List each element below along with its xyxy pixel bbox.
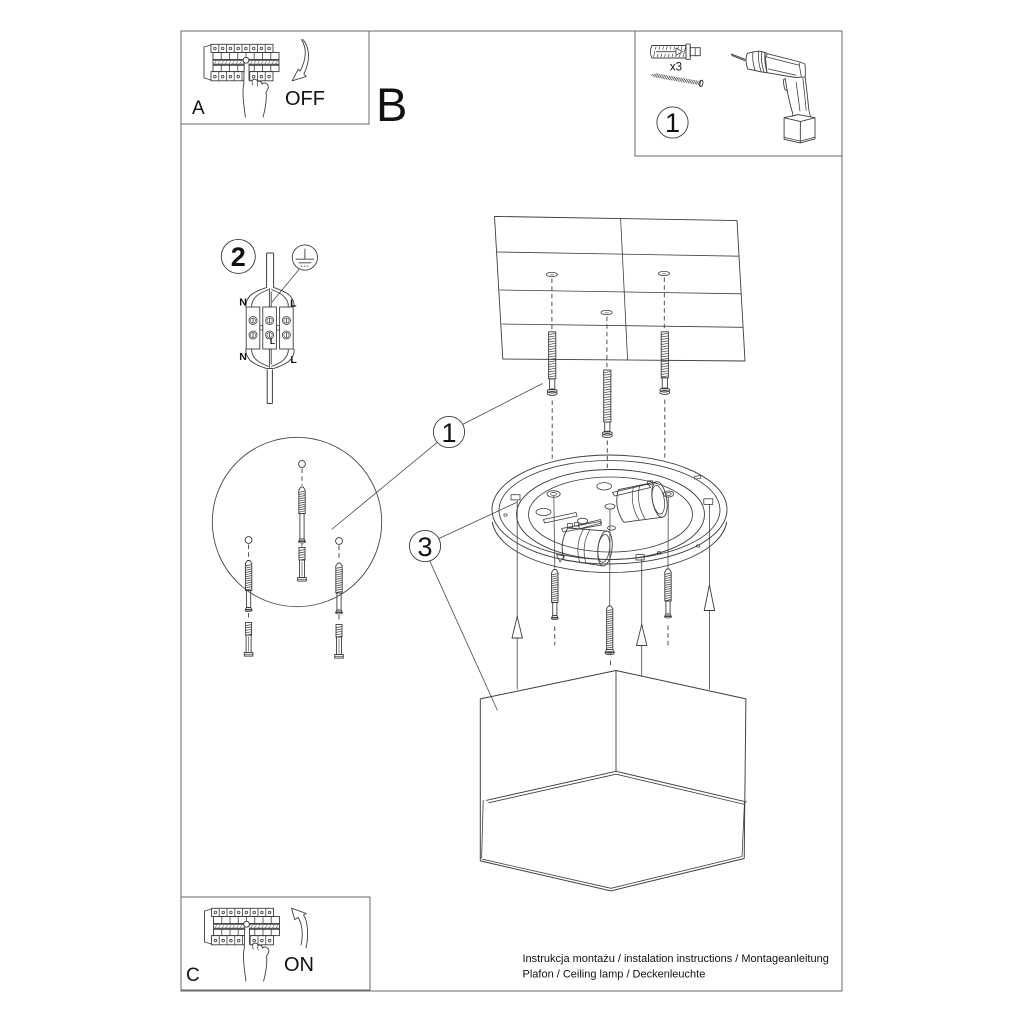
svg-text:N: N <box>239 297 247 309</box>
svg-text:x3: x3 <box>670 62 682 74</box>
svg-text:OFF: OFF <box>285 88 325 110</box>
svg-text:Instrukcja montażu / instalati: Instrukcja montażu / instalation instruc… <box>523 953 829 965</box>
svg-text:A: A <box>192 98 205 119</box>
svg-text:L: L <box>290 298 297 310</box>
svg-text:C: C <box>186 965 200 986</box>
svg-text:ON: ON <box>284 954 314 976</box>
svg-text:2: 2 <box>231 242 246 272</box>
svg-text:N: N <box>239 351 247 363</box>
svg-text:3: 3 <box>417 532 432 562</box>
svg-text:Plafon / Ceiling lamp / Decken: Plafon / Ceiling lamp / Deckenleuchte <box>523 969 706 981</box>
svg-text:L: L <box>270 336 275 346</box>
svg-text:1: 1 <box>665 108 680 138</box>
svg-text:B: B <box>376 78 407 131</box>
svg-text:L: L <box>290 354 297 366</box>
svg-text:1: 1 <box>441 418 456 448</box>
